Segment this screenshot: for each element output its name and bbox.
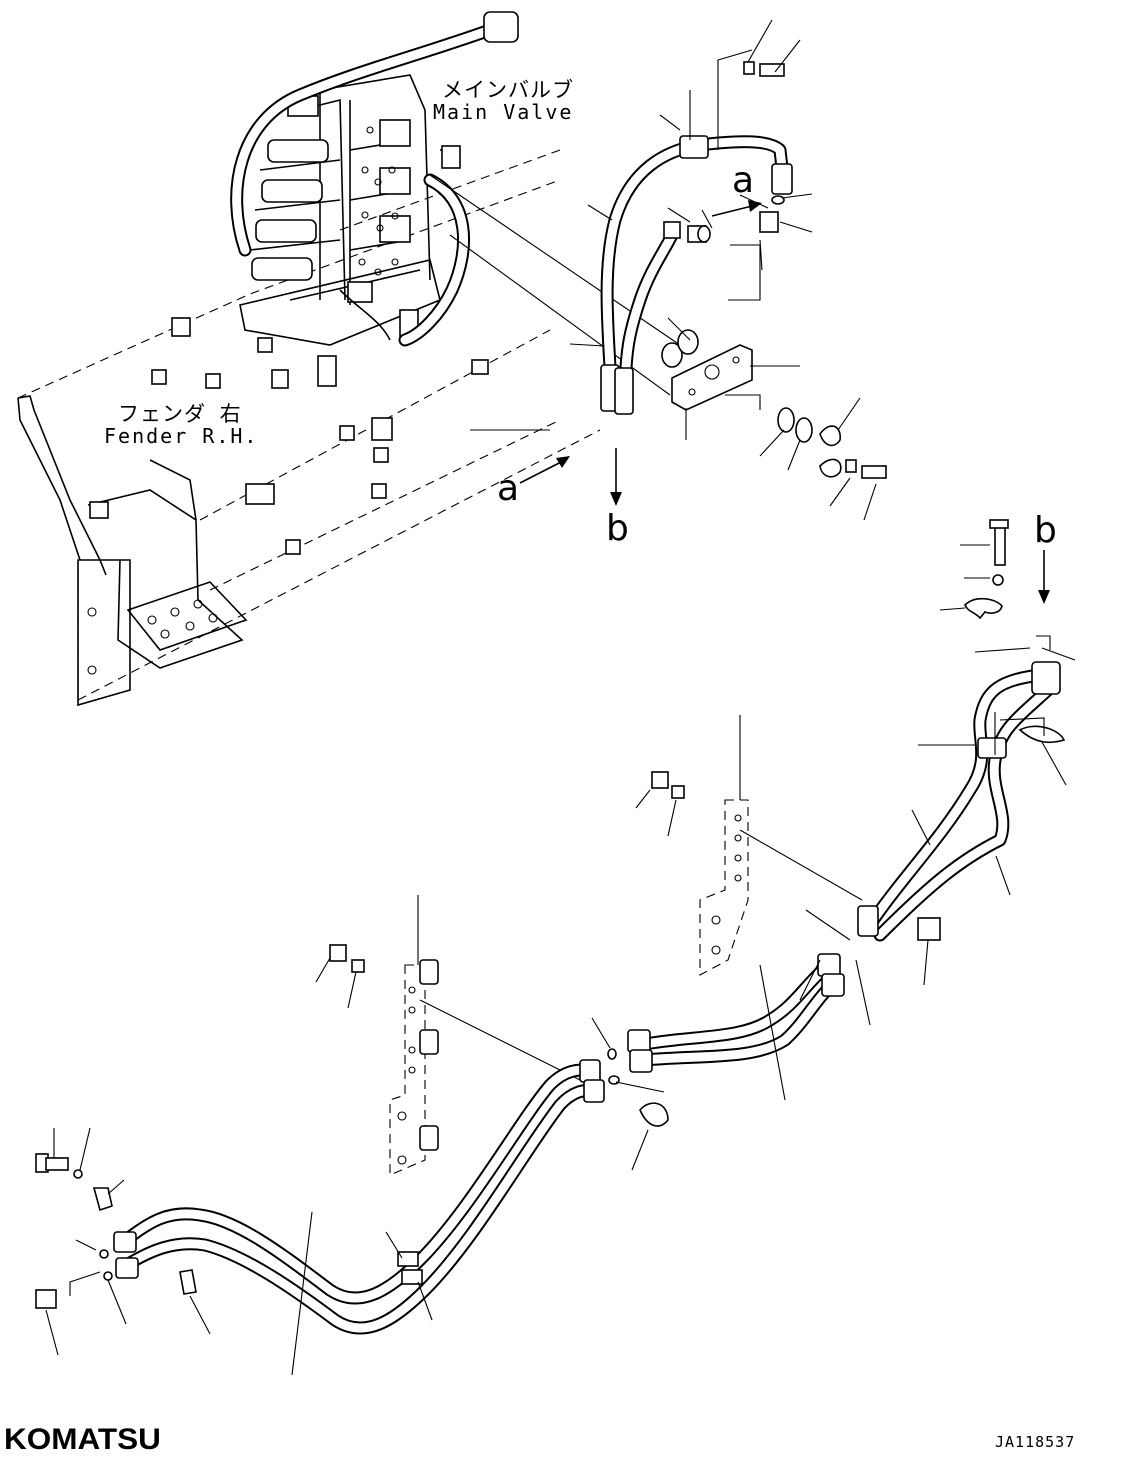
fender-jp-label: フェンダ 右 <box>118 402 242 426</box>
view-b-label-right: b <box>1034 510 1057 551</box>
main-valve-jp-label: メインバルブ <box>442 78 574 102</box>
fender-en-label: Fender R.H. <box>104 424 259 448</box>
main-valve-en-label: Main Valve <box>433 100 574 124</box>
valve-holes <box>358 126 399 276</box>
view-a-label-right: a <box>732 160 755 201</box>
komatsu-logo: KOMATSU <box>4 1423 161 1456</box>
view-b-label-left: b <box>606 508 629 549</box>
upper-hose-group <box>600 49 887 479</box>
middle-hoses <box>591 953 845 1171</box>
view-arrows <box>519 200 1050 604</box>
lower-left-fittings <box>35 1127 211 1356</box>
view-a-label-left: a <box>497 468 520 509</box>
main-valve-assembly <box>230 11 519 347</box>
right-pipe-group <box>805 519 1076 1026</box>
bracket-middle-right <box>635 715 863 976</box>
valve-spools <box>251 95 419 337</box>
drawing-code: JA118537 <box>995 1433 1076 1451</box>
bracket-middle-left <box>315 895 581 1176</box>
lower-pipes <box>113 1059 605 1376</box>
fender-pads <box>89 317 489 555</box>
